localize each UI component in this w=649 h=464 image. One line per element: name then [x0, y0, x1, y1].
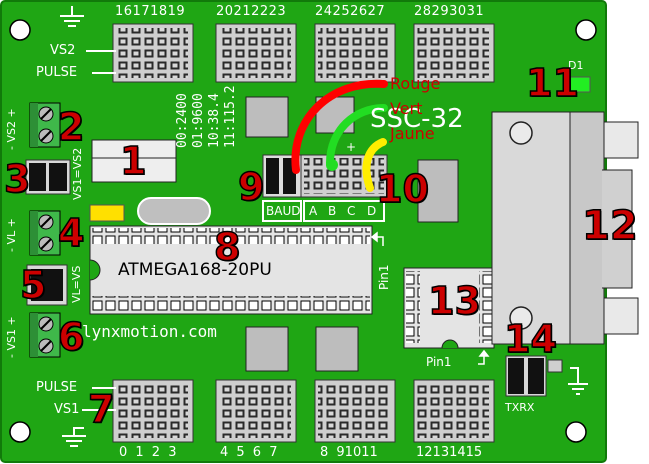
vs2-label: VS2 — [50, 43, 76, 58]
ground-symbols — [60, 6, 588, 447]
callout-10: 10 — [375, 167, 429, 211]
baud-rate-3: 11:115.2 — [223, 85, 238, 148]
callout-3: 3 — [3, 157, 31, 201]
callout-11: 11 — [525, 61, 579, 105]
wires — [291, 79, 388, 192]
jumper-vlvs-label: VL=VS — [70, 265, 83, 303]
callout-14: 14 — [503, 317, 557, 361]
callout-8: 8 — [213, 225, 241, 269]
wire-yellow — [362, 138, 387, 192]
header-label-0-3: 0 1 2 3 — [119, 445, 177, 460]
header-label-4-7: 4 5 6 7 — [220, 445, 278, 460]
baud-rate-2: 10:38.4 — [207, 93, 222, 148]
terminal-vs2-label: - VS2 + — [5, 108, 18, 150]
pulse-label-top: PULSE — [36, 65, 78, 80]
yellow-capacitor — [89, 204, 125, 222]
wire-label-rouge: Rouge — [390, 74, 441, 93]
chip-label: ATMEGA168-20PU — [118, 260, 272, 280]
callout-1: 1 — [119, 139, 147, 183]
jumper-b-label: B — [328, 204, 337, 218]
bottom-headers — [112, 379, 495, 443]
wire-green — [326, 104, 388, 167]
pin1-chip-label: Pin1 — [377, 264, 391, 290]
terminal-vs1-label: - VS1 + — [5, 316, 18, 358]
callout-5: 5 — [19, 263, 47, 307]
screw-terminals — [29, 102, 61, 358]
baud-rate-1: 01:9600 — [191, 93, 206, 148]
wire-red — [291, 79, 388, 174]
eeprom-socket — [403, 267, 495, 349]
callout-4: 4 — [57, 211, 85, 255]
jumper-c-label: C — [347, 204, 356, 218]
wire-label-vert: Vert — [390, 99, 423, 118]
baud-label: BAUD — [266, 204, 301, 218]
callout-13: 13 — [427, 279, 481, 323]
jumper-vs1vs2-label: VS1=VS2 — [71, 147, 84, 200]
header-label-8-11: 8 91011 — [320, 445, 378, 460]
terminal-vl-label: - VL + — [5, 218, 18, 252]
callout-6: 6 — [57, 315, 85, 359]
header-label-28-31: 28293031 — [414, 4, 485, 19]
header-label-12-15: 12131415 — [416, 445, 483, 460]
voltage-regulator — [91, 139, 177, 183]
header-label-24-27: 24252627 — [315, 4, 386, 19]
jumpers — [25, 159, 563, 397]
board-name: SSC-32 — [370, 104, 464, 134]
callout-2: 2 — [57, 105, 85, 149]
atmega-chip — [89, 225, 373, 315]
website-label: lynxmotion.com — [82, 322, 217, 341]
vs1-label: VS1 — [54, 402, 80, 417]
plus-label: + — [346, 140, 357, 154]
top-headers — [112, 23, 495, 83]
baud-rate-0: 00:2400 — [175, 93, 190, 148]
header-label-20-23: 20212223 — [216, 4, 287, 19]
wire-label-jaune: Jaune — [390, 124, 435, 143]
callout-12: 12 — [581, 203, 638, 249]
callout-9: 9 — [237, 165, 265, 209]
txrx-label: TXRX — [505, 401, 535, 414]
crystal — [137, 197, 211, 225]
callout-7: 7 — [87, 387, 115, 431]
led-label: D1 — [568, 59, 584, 72]
db9-connector — [491, 111, 639, 345]
header-leader-lines — [82, 50, 116, 411]
pulse-label-bottom: PULSE — [36, 380, 78, 395]
header-label-16-19: 16171819 — [115, 4, 186, 19]
jumper-a-label: A — [309, 204, 318, 218]
pin1-arrows — [370, 231, 490, 365]
jumper-d-label: D — [367, 204, 377, 218]
pin1-socket-label: Pin1 — [426, 355, 452, 369]
led-d1 — [563, 76, 591, 93]
mounting-holes — [9, 19, 597, 443]
